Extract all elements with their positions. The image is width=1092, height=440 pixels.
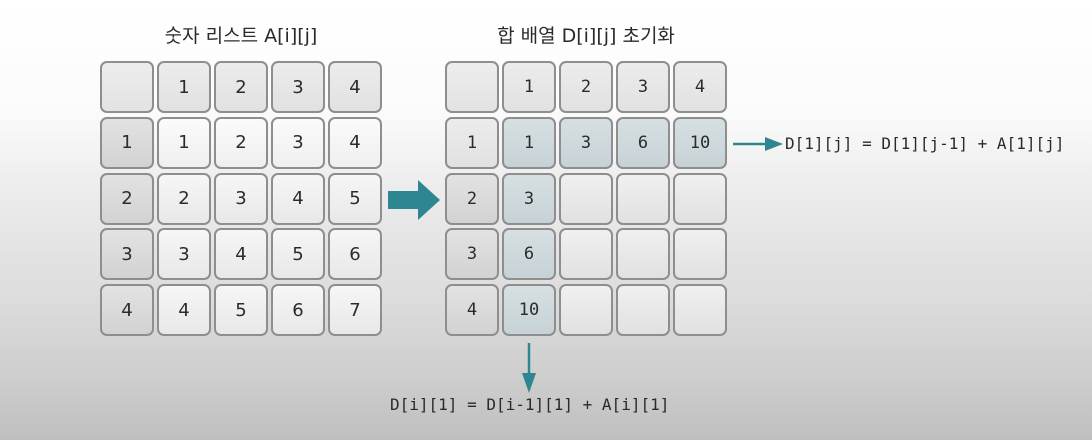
column-header-cell: 3 (616, 61, 670, 113)
column-header-cell: 2 (559, 61, 613, 113)
column-formula: D[i][1] = D[i-1][1] + A[i][1] (390, 395, 670, 414)
value-cell: 5 (271, 228, 325, 281)
column-header-cell: 4 (328, 61, 382, 113)
empty-cell (616, 284, 670, 337)
empty-cell (559, 228, 613, 281)
initialized-cell: 3 (559, 116, 613, 169)
value-cell: 6 (271, 284, 325, 337)
row-header-cell: 3 (100, 228, 154, 281)
initialized-cell: 10 (673, 116, 727, 169)
column-header-cell: 1 (502, 61, 556, 113)
row-header-cell: 4 (445, 284, 499, 337)
value-cell: 4 (328, 116, 382, 169)
column-header-cell: 3 (271, 61, 325, 113)
left-panel-title: 숫자 리스트 A[i][j] (164, 25, 318, 47)
row-formula: D[1][j] = D[1][j-1] + A[1][j] (785, 134, 1065, 153)
column-header-cell: 4 (673, 61, 727, 113)
initialized-cell: 1 (502, 116, 556, 169)
column-header-cell: 1 (157, 61, 211, 113)
row-formula-arrow-icon (733, 137, 783, 151)
value-cell: 6 (328, 228, 382, 281)
row-header-cell: 1 (100, 116, 154, 169)
initialized-cell: 6 (616, 116, 670, 169)
column-header-cell: 2 (214, 61, 268, 113)
sum-array-d-grid: 1 2 3 4 1 1 3 6 10 2 3 3 6 4 10 (445, 61, 727, 337)
grid-corner-cell (445, 61, 499, 113)
empty-cell (673, 172, 727, 225)
empty-cell (673, 228, 727, 281)
empty-cell (673, 284, 727, 337)
value-cell: 4 (157, 284, 211, 337)
empty-cell (559, 172, 613, 225)
row-header-cell: 3 (445, 228, 499, 281)
initialized-cell: 10 (502, 284, 556, 337)
value-cell: 3 (157, 228, 211, 281)
array-a-grid: 1 2 3 4 1 1 2 3 4 2 2 3 4 5 3 3 4 5 6 4 … (100, 61, 382, 337)
value-cell: 4 (271, 172, 325, 225)
row-header-cell: 1 (445, 116, 499, 169)
value-cell: 7 (328, 284, 382, 337)
value-cell: 2 (157, 172, 211, 225)
value-cell: 1 (157, 116, 211, 169)
value-cell: 5 (328, 172, 382, 225)
value-cell: 5 (214, 284, 268, 337)
right-panel-title: 합 배열 D[i][j] 초기화 (497, 25, 675, 47)
empty-cell (616, 172, 670, 225)
initialized-cell: 6 (502, 228, 556, 281)
right-block-arrow-icon (388, 180, 440, 220)
empty-cell (616, 228, 670, 281)
value-cell: 3 (271, 116, 325, 169)
row-header-cell: 2 (445, 172, 499, 225)
row-header-cell: 2 (100, 172, 154, 225)
value-cell: 2 (214, 116, 268, 169)
row-header-cell: 4 (100, 284, 154, 337)
value-cell: 4 (214, 228, 268, 281)
grid-corner-cell (100, 61, 154, 113)
column-formula-arrow-icon (522, 343, 536, 393)
empty-cell (559, 284, 613, 337)
value-cell: 3 (214, 172, 268, 225)
initialized-cell: 3 (502, 172, 556, 225)
